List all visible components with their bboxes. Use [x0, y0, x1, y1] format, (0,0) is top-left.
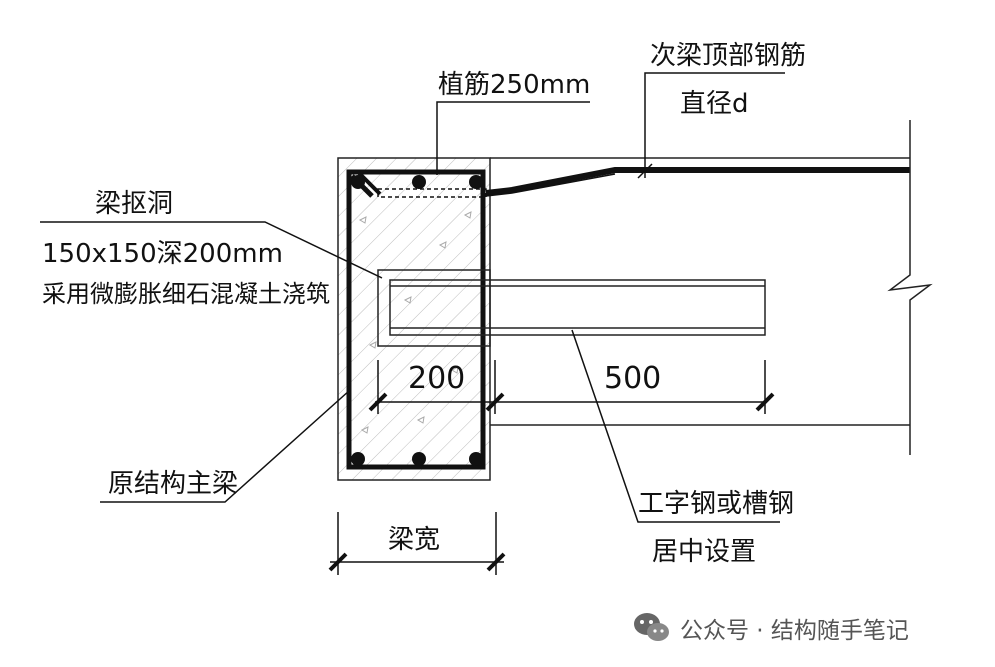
leader-beam-hole — [40, 221, 383, 279]
secondary-top-rebar-diameter: 直径d — [680, 89, 749, 119]
main-beam-label: 原结构主梁 — [108, 469, 238, 499]
dimension-500: 500 — [604, 361, 661, 396]
leader-secondary-top-rebar — [637, 72, 785, 179]
steel-section-label: 工字钢或槽钢 — [638, 489, 794, 519]
secondary-top-rebar-label: 次梁顶部钢筋 — [650, 41, 806, 71]
concrete-aggregate-marks — [358, 211, 472, 434]
beam-hole — [377, 269, 491, 347]
main-beam-top-bars — [351, 175, 483, 189]
secondary-beam-top-rebar — [485, 167, 910, 196]
watermark-text: 公众号 · 结构随手笔记 — [680, 618, 909, 644]
leader-planted-rebar — [436, 101, 590, 175]
main-beam-bottom-bars — [351, 452, 483, 466]
hole-title: 梁抠洞 — [95, 189, 173, 219]
watermark: 公众号 · 结构随手笔记 — [632, 608, 909, 648]
secondary-beam-outline — [490, 120, 933, 455]
steel-section — [389, 279, 766, 336]
hole-fill-spec: 采用微膨胀细石混凝土浇筑 — [42, 280, 330, 308]
beam-width-label: 梁宽 — [388, 525, 440, 555]
dimension-line-steel — [368, 360, 775, 414]
steel-section-note: 居中设置 — [652, 537, 756, 567]
leader-main-beam — [100, 389, 351, 503]
main-beam-section — [337, 157, 491, 481]
leader-steel-section — [571, 329, 780, 523]
dimension-200: 200 — [408, 361, 465, 396]
stirrup — [346, 169, 486, 470]
wechat-icon — [634, 613, 669, 641]
hole-size: 150x150深200mm — [42, 239, 283, 269]
planted-rebar-label: 植筋250mm — [438, 70, 590, 100]
dimension-line-beam-width — [328, 512, 506, 575]
